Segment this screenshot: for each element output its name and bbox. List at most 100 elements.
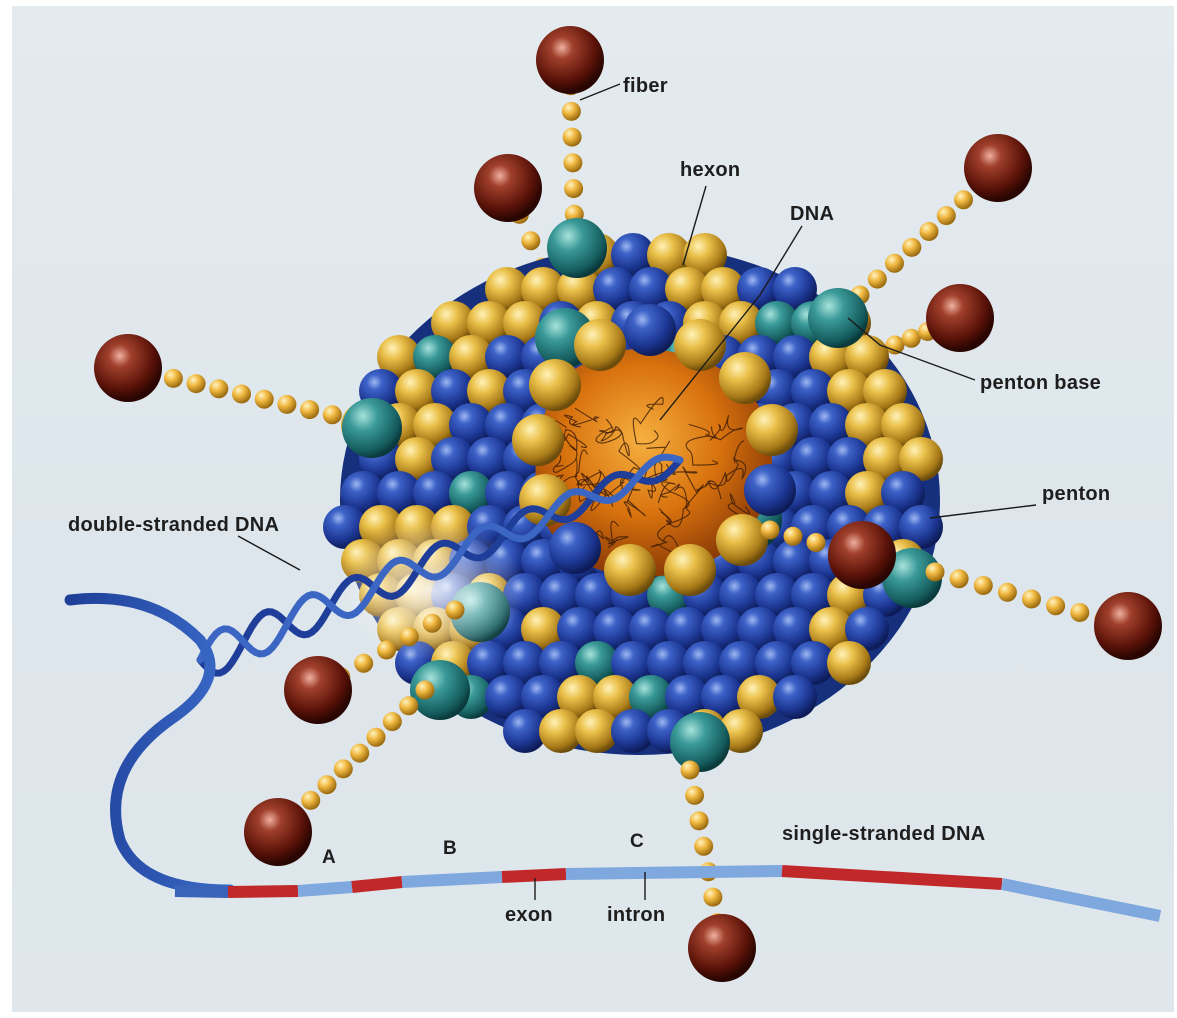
fiber-bead xyxy=(807,533,826,552)
fiber-bead xyxy=(681,761,700,780)
label-penton-base: penton base xyxy=(980,372,1101,394)
intron-segment xyxy=(175,891,228,892)
penton-base-capsomer xyxy=(808,288,868,348)
fiber-bead xyxy=(563,153,582,172)
fiber-bead xyxy=(685,786,704,805)
fiber-bead xyxy=(920,222,939,241)
label-marker-c: C xyxy=(630,831,644,852)
capsomer xyxy=(773,675,817,719)
single-stranded-dna-strand xyxy=(175,871,1160,916)
fiber-knob xyxy=(94,334,162,402)
rim-capsomer xyxy=(512,414,564,466)
fiber-bead xyxy=(367,728,386,747)
fiber-bead xyxy=(399,696,418,715)
fiber-bead xyxy=(423,614,442,633)
rim-capsomer xyxy=(719,352,771,404)
rim-capsomer xyxy=(624,304,676,356)
label-intron: intron xyxy=(607,904,665,926)
fiber-bead xyxy=(164,369,183,388)
fiber-bead xyxy=(377,641,396,660)
intron-segment xyxy=(402,877,502,882)
fiber-knob xyxy=(1094,592,1162,660)
rim-capsomer xyxy=(604,544,656,596)
fiber-bead xyxy=(354,654,373,673)
fiber-bead xyxy=(926,563,945,582)
fiber-bead xyxy=(954,190,973,209)
rim-capsomer xyxy=(674,319,726,371)
penton-base-capsomer xyxy=(547,218,607,278)
fiber-bead xyxy=(950,569,969,588)
label-marker-b: B xyxy=(443,838,457,859)
fiber-bead xyxy=(761,521,780,540)
fiber-knob xyxy=(536,26,604,94)
exon-segment xyxy=(228,891,298,892)
fiber-bead xyxy=(868,270,887,289)
intron-segment xyxy=(1002,884,1160,916)
fiber-bead xyxy=(784,527,803,546)
fiber-bead xyxy=(562,102,581,121)
fiber-bead xyxy=(690,811,709,830)
dna-ribbon-loop xyxy=(70,598,230,890)
rim-capsomer xyxy=(664,544,716,596)
fiber-bead xyxy=(446,601,465,620)
fiber-bead xyxy=(232,385,251,404)
fiber-bead xyxy=(1022,590,1041,609)
fiber-bead xyxy=(885,254,904,273)
fiber-bead xyxy=(564,179,583,198)
leader-penton xyxy=(930,505,1036,518)
intron-segment xyxy=(566,871,782,874)
label-hexon: hexon xyxy=(680,159,740,181)
fiber-bead xyxy=(886,336,905,355)
exon-segment xyxy=(782,871,1002,884)
fiber-bead xyxy=(187,374,206,393)
exon-segment xyxy=(352,882,402,887)
fiber-bead xyxy=(1046,596,1065,615)
rim-capsomer xyxy=(744,464,796,516)
fiber-bead xyxy=(318,775,337,794)
fiber-bead xyxy=(383,712,402,731)
fiber-bead xyxy=(563,128,582,147)
fiber-knob xyxy=(964,134,1032,202)
fiber-bead xyxy=(334,759,353,778)
label-fiber: fiber xyxy=(623,75,668,97)
fiber-bead xyxy=(937,206,956,225)
penton-base-capsomer xyxy=(670,712,730,772)
fiber-bead xyxy=(703,888,722,907)
fiber-bead xyxy=(694,837,713,856)
label-exon: exon xyxy=(505,904,553,926)
fiber-bead xyxy=(902,329,921,348)
intron-segment xyxy=(298,887,352,891)
fiber-bead xyxy=(974,576,993,595)
rim-capsomer xyxy=(529,359,581,411)
fiber-bead xyxy=(209,379,228,398)
fiber-bead xyxy=(416,681,435,700)
fiber-bead xyxy=(301,791,320,810)
fiber-knob xyxy=(828,521,896,589)
label-double-stranded-dna: double-stranded DNA xyxy=(68,514,279,536)
fiber-bead xyxy=(400,627,419,646)
fiber-bead xyxy=(350,744,369,763)
fiber-knob xyxy=(244,798,312,866)
rim-capsomer xyxy=(574,319,626,371)
label-single-stranded-dna: single-stranded DNA xyxy=(782,823,986,845)
rim-capsomer xyxy=(716,514,768,566)
leader-double-stranded-dna xyxy=(238,536,300,570)
fiber-knob xyxy=(688,914,756,982)
label-marker-a: A xyxy=(322,847,336,868)
fiber-bead xyxy=(255,390,274,409)
fiber-bead xyxy=(998,583,1017,602)
fiber-bead xyxy=(323,405,342,424)
fiber-knob xyxy=(284,656,352,724)
fiber-knob xyxy=(926,284,994,352)
penton-base-capsomer xyxy=(342,398,402,458)
label-penton: penton xyxy=(1042,483,1110,505)
fiber-bead xyxy=(277,395,296,414)
capsomer xyxy=(827,641,871,685)
fiber-bead xyxy=(521,231,540,250)
fiber-knob xyxy=(474,154,542,222)
label-dna: DNA xyxy=(790,203,834,225)
rim-capsomer xyxy=(746,404,798,456)
fiber-bead xyxy=(1070,603,1089,622)
